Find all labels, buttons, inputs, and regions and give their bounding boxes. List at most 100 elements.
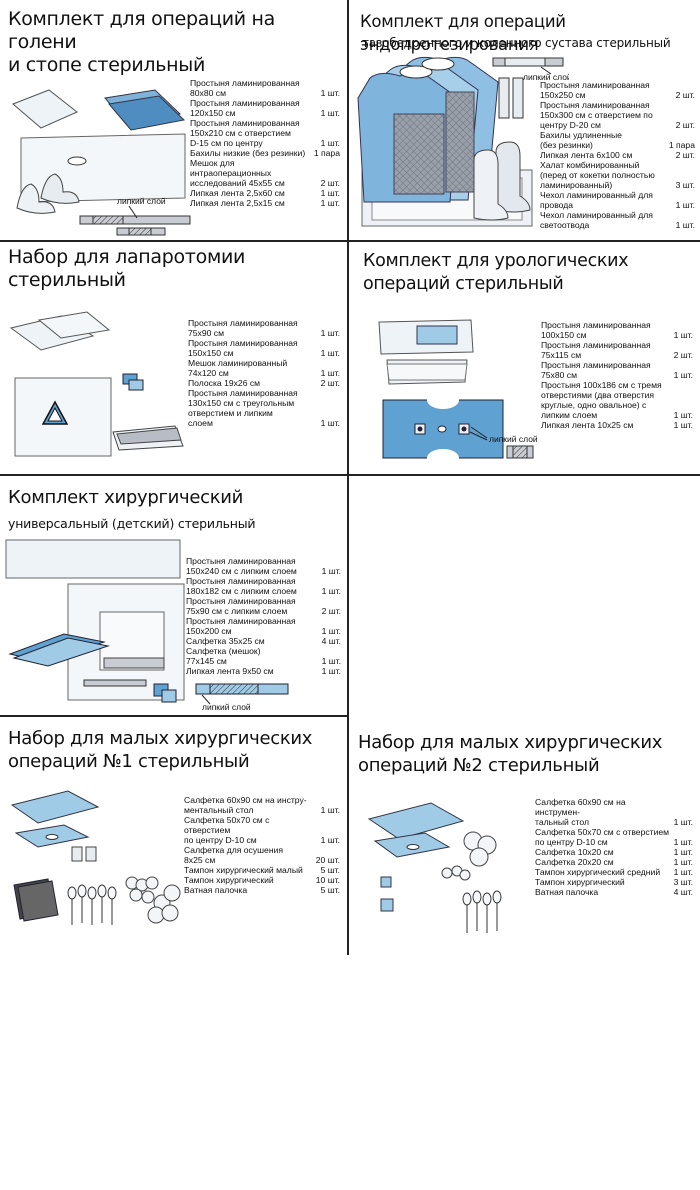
item-name: Ватная палочка xyxy=(184,885,248,895)
panel-title: Набор для лапаротомии стерильный xyxy=(8,246,246,291)
list-item: Простыня ламинированная 75x115 см 2 шт. xyxy=(541,340,693,360)
leg-kit-illustration: липкий слой xyxy=(12,89,191,236)
item-name: Липкая лента 9x50 см xyxy=(186,666,274,676)
list-item: Простыня ламинированная 150x240 см с лип… xyxy=(186,556,341,576)
list-item: Ватная палочка 5 шт. xyxy=(184,885,340,895)
item-name: Чехол ламинированный для светоотвода xyxy=(540,210,653,230)
panel-subtitle: тазобедренного и коленного сустава стери… xyxy=(362,36,671,50)
adhesive-layer-label: липкий слой xyxy=(523,72,569,82)
panel-minor-surgery-set-1: Набор для малых хирургических операций №… xyxy=(0,715,347,955)
item-name: Салфетка 50x70 см с отверстием по центру… xyxy=(535,827,670,847)
item-quantity: 1 шт. xyxy=(673,370,693,380)
item-quantity: 1 шт. xyxy=(675,200,695,210)
item-quantity: 1 шт. xyxy=(320,348,340,358)
item-name: Тампон хирургический средний xyxy=(535,867,661,877)
item-quantity: 2 шт. xyxy=(673,350,693,360)
panel-title: Комплект для операций эндопротезирования xyxy=(360,12,566,54)
item-quantity: 4 шт. xyxy=(673,887,693,897)
column-divider xyxy=(347,0,349,955)
item-quantity: 1 шт. xyxy=(321,666,341,676)
minor-set-2-illustration xyxy=(367,802,502,933)
item-list: Салфетка 60x90 см на инструмен- тальный … xyxy=(535,797,693,897)
item-name: Простыня 100x186 см с тремя отверстиями … xyxy=(541,380,662,420)
minor-set-1-illustration xyxy=(10,790,181,925)
list-item: Халат комбинированный (перед от кокетки … xyxy=(540,160,695,190)
list-item: Салфетка 60x90 см на инстру- ментальный … xyxy=(184,795,340,815)
item-quantity: 2 шт. xyxy=(675,120,695,130)
item-name: Простыня ламинированная 150x240 см с лип… xyxy=(186,556,297,576)
item-name: Липкая лента 10x25 см xyxy=(541,420,634,430)
adhesive-tape-illustration: липкий слой xyxy=(492,57,569,119)
panel-title: Комплект хирургический xyxy=(8,487,244,508)
adhesive-tape-illustration xyxy=(180,1150,330,1190)
list-item: Простыня ламинированная 180x182 см с лип… xyxy=(186,576,341,596)
list-item: Бахилы удлиненные (без резинки)1 пара xyxy=(540,130,695,150)
item-name: Простыня ламинированная 75x115 см xyxy=(541,340,651,360)
item-quantity: 1 шт. xyxy=(673,857,693,867)
item-quantity: 1 шт. xyxy=(320,198,340,208)
item-quantity: 2 шт. xyxy=(675,150,695,160)
item-quantity: 1 шт. xyxy=(673,867,693,877)
item-name: Липкая лента 2,5x60 см xyxy=(190,188,285,198)
item-name: Тампон хирургический xyxy=(184,875,274,885)
item-quantity: 1 шт. xyxy=(673,420,693,430)
item-name: Салфетка для осушения 8x25 см xyxy=(184,845,284,865)
item-quantity: 2 шт. xyxy=(320,178,340,188)
adhesive-layer-label: липкий слой xyxy=(202,702,251,712)
item-name: Халат комбинированный (перед от кокетки … xyxy=(540,160,655,190)
list-item: Тампон хирургический средний 1 шт. xyxy=(535,867,693,877)
item-name: Салфетка 35x25 см xyxy=(186,636,265,646)
universal-adhesive-tape: липкий слой xyxy=(195,683,289,712)
panel-urology-kit: Комплект для урологических операций стер… xyxy=(347,240,700,474)
item-name: Мешок для интраоперационных исследований… xyxy=(190,158,285,188)
item-quantity: 1 шт. xyxy=(320,138,340,148)
item-name: Полоска 19x26 см xyxy=(188,378,261,388)
list-item: Простыня ламинированная 75x90 см с липки… xyxy=(186,596,341,616)
item-list: Салфетка 60x90 см на инстру- ментальный … xyxy=(184,795,340,895)
list-item: Салфетка 50x70 см с отверстием по центру… xyxy=(535,827,693,847)
item-quantity: 1 шт. xyxy=(320,835,340,845)
item-name: Простыня ламинированная 75x80 см xyxy=(541,360,651,380)
item-name: Салфетка 20x20 см xyxy=(535,857,614,867)
adhesive-layer-label: липкий слой xyxy=(117,196,166,206)
item-quantity: 1 шт. xyxy=(320,108,340,118)
panel-subtitle: универсальный (детский) стерильный xyxy=(8,516,256,531)
item-quantity: 1 шт. xyxy=(320,805,340,815)
item-name: Простыня ламинированная 150x250 см xyxy=(540,80,650,100)
item-name: Тампон хирургический малый xyxy=(184,865,303,875)
list-item: Простыня ламинированная 130x150 см с тре… xyxy=(188,388,340,428)
list-item: Бахилы низкие (без резинки)1 пара xyxy=(190,148,340,158)
item-quantity: 3 шт. xyxy=(675,180,695,190)
item-quantity: 5 шт. xyxy=(320,885,340,895)
item-name: Простыня ламинированная 75x90 см с липки… xyxy=(186,596,296,616)
item-quantity: 1 пара xyxy=(668,140,695,150)
item-name: Простыня ламинированная 150x150 см xyxy=(188,338,298,358)
item-quantity: 3 шт. xyxy=(673,877,693,887)
item-name: Мешок ламинированный 74x120 см xyxy=(188,358,288,378)
list-item: Простыня ламинированная 75x80 см 1 шт. xyxy=(541,360,693,380)
laparotomy-illustration xyxy=(9,311,184,457)
item-name: Салфетка 50x70 см с отверстием по центру… xyxy=(184,815,270,845)
urology-illustration: липкий слой xyxy=(378,319,538,467)
list-item: Простыня ламинированная 150x210 см с отв… xyxy=(190,118,340,148)
item-quantity: 1 шт. xyxy=(673,330,693,340)
item-name: Простыня ламинированная 150x210 см с отв… xyxy=(190,118,300,148)
item-quantity: 1 шт. xyxy=(321,626,341,636)
item-quantity: 1 шт. xyxy=(673,410,693,420)
item-quantity: 1 шт. xyxy=(673,847,693,857)
item-quantity: 5 шт. xyxy=(320,865,340,875)
